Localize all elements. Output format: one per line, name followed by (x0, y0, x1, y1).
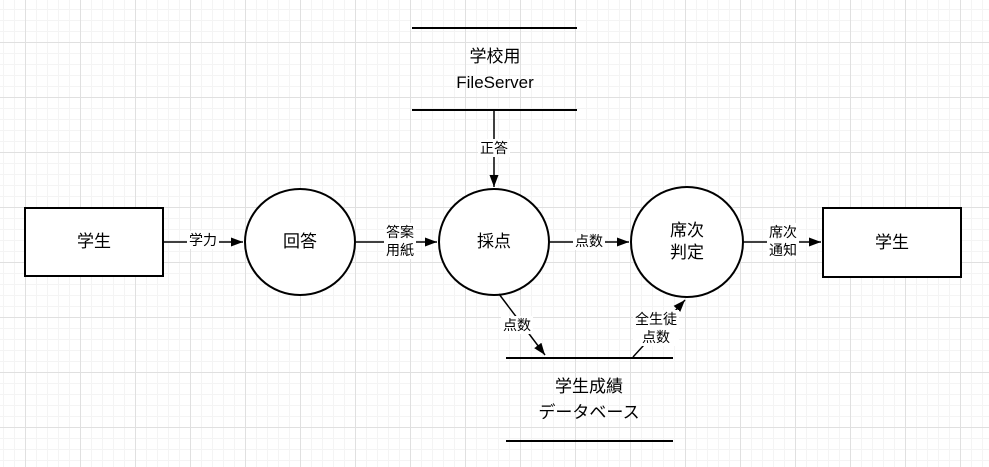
answer-process-circle[interactable] (244, 188, 356, 296)
flow-answer-sheet-label-line2: 用紙 (386, 242, 414, 258)
answer-process-label[interactable]: 回答 (283, 232, 317, 251)
flow-answer-sheet-label[interactable]: 答案 用紙 (384, 223, 416, 259)
flow-rank-notice-label-line1: 席次 (769, 224, 797, 240)
flow-correct-answer-label[interactable]: 正答 (478, 139, 510, 157)
gradedb-store-label-line2: データベース (538, 403, 640, 422)
fileserver-store-label-line2: FileServer (456, 73, 534, 92)
flow-score-to-db-label[interactable]: 点数 (501, 316, 533, 334)
fileserver-store-label[interactable]: 学校用 FileServer (456, 44, 533, 96)
scoring-process-circle[interactable] (438, 188, 550, 296)
flow-all-scores-label-line2: 点数 (642, 329, 670, 345)
student-right-label[interactable]: 学生 (875, 233, 909, 252)
flow-rank-notice-label-line2: 通知 (769, 242, 797, 258)
ranking-process-label-line1: 席次 (670, 221, 704, 240)
ranking-process-label[interactable]: 席次 判定 (670, 220, 704, 264)
flow-all-scores-label-line1: 全生徒 (635, 311, 677, 327)
flow-all-scores-label[interactable]: 全生徒 点数 (633, 310, 679, 346)
gradedb-store-label-line1: 学生成績 (555, 377, 623, 396)
flow-score-label[interactable]: 点数 (573, 232, 605, 250)
fileserver-store-label-line1: 学校用 (469, 47, 521, 66)
scoring-process-label[interactable]: 採点 (477, 232, 511, 251)
student-left-entity[interactable] (24, 207, 164, 277)
flow-answer-sheet-label-line1: 答案 (386, 224, 414, 240)
student-right-entity[interactable] (822, 207, 962, 278)
student-left-label[interactable]: 学生 (77, 232, 111, 251)
flow-rank-notice-label[interactable]: 席次 通知 (767, 223, 799, 259)
flow-ability-label[interactable]: 学力 (187, 231, 219, 249)
gradedb-store-label[interactable]: 学生成績 データベース (538, 374, 639, 426)
ranking-process-label-line2: 判定 (670, 243, 704, 262)
